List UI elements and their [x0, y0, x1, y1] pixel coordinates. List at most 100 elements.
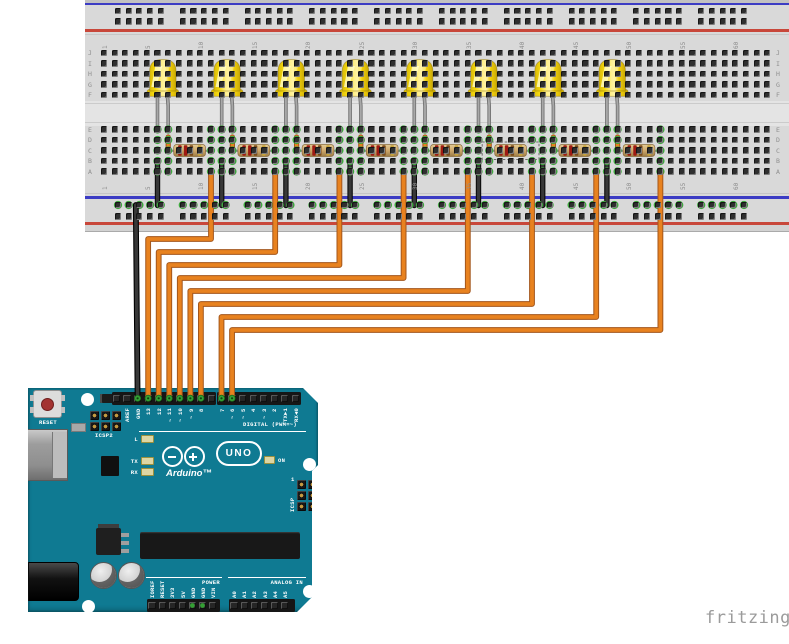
- breadboard-hole[interactable]: [464, 147, 471, 154]
- breadboard-hole[interactable]: [136, 213, 143, 220]
- breadboard-hole[interactable]: [293, 81, 300, 88]
- breadboard-hole[interactable]: [432, 136, 439, 144]
- breadboard-hole[interactable]: [464, 81, 471, 88]
- breadboard-hole[interactable]: [528, 70, 536, 78]
- breadboard-hole[interactable]: [261, 147, 268, 154]
- breadboard-hole[interactable]: [603, 136, 610, 144]
- breadboard-hole[interactable]: [635, 60, 643, 67]
- breadboard-hole[interactable]: [568, 201, 575, 209]
- breadboard-hole[interactable]: [314, 168, 322, 175]
- breadboard-hole[interactable]: [165, 147, 172, 154]
- breadboard-hole[interactable]: [579, 201, 586, 209]
- breadboard-hole[interactable]: [539, 157, 546, 165]
- breadboard-hole[interactable]: [593, 49, 600, 57]
- breadboard-hole[interactable]: [700, 147, 707, 154]
- breadboard-hole[interactable]: [179, 201, 186, 209]
- breadboard-hole[interactable]: [550, 49, 557, 57]
- breadboard-hole[interactable]: [143, 147, 150, 154]
- breadboard-hole[interactable]: [122, 147, 129, 154]
- breadboard-hole[interactable]: [454, 60, 461, 67]
- breadboard-hole[interactable]: [336, 70, 343, 78]
- breadboard-hole[interactable]: [518, 81, 525, 88]
- breadboard-hole[interactable]: [293, 126, 300, 133]
- breadboard-hole[interactable]: [229, 81, 236, 88]
- breadboard-hole[interactable]: [125, 18, 132, 25]
- breadboard-hole[interactable]: [400, 60, 407, 67]
- breadboard-hole[interactable]: [646, 49, 653, 57]
- breadboard-hole[interactable]: [579, 213, 586, 220]
- breadboard-hole[interactable]: [293, 136, 300, 144]
- breadboard-hole[interactable]: [464, 91, 471, 99]
- breadboard-hole[interactable]: [336, 168, 343, 175]
- breadboard-hole[interactable]: [325, 147, 332, 154]
- breadboard-hole[interactable]: [611, 7, 618, 15]
- breadboard-hole[interactable]: [175, 81, 182, 88]
- breadboard-hole[interactable]: [654, 18, 661, 25]
- breadboard-hole[interactable]: [700, 70, 707, 78]
- breadboard-hole[interactable]: [678, 136, 685, 144]
- breadboard-hole[interactable]: [471, 213, 478, 220]
- breadboard-hole[interactable]: [379, 81, 386, 88]
- digital-pin-5[interactable]: [239, 394, 247, 403]
- breadboard-hole[interactable]: [201, 18, 208, 25]
- breadboard-hole[interactable]: [635, 91, 643, 99]
- breadboard-hole[interactable]: [471, 18, 478, 25]
- breadboard-hole[interactable]: [438, 213, 446, 220]
- breadboard-hole[interactable]: [582, 70, 589, 78]
- breadboard-hole[interactable]: [314, 147, 322, 154]
- breadboard-hole[interactable]: [304, 60, 311, 67]
- breadboard-hole[interactable]: [207, 147, 215, 154]
- breadboard-hole[interactable]: [336, 60, 343, 67]
- breadboard-hole[interactable]: [625, 126, 632, 133]
- breadboard-hole[interactable]: [100, 60, 108, 67]
- breadboard-hole[interactable]: [147, 7, 154, 15]
- breadboard-hole[interactable]: [314, 60, 322, 67]
- breadboard-hole[interactable]: [539, 91, 546, 99]
- breadboard-hole[interactable]: [732, 136, 739, 144]
- breadboard-hole[interactable]: [411, 91, 418, 99]
- breadboard-hole[interactable]: [721, 70, 728, 78]
- breadboard-hole[interactable]: [111, 147, 118, 154]
- breadboard-hole[interactable]: [100, 147, 108, 154]
- breadboard-hole[interactable]: [742, 157, 750, 165]
- breadboard-hole[interactable]: [764, 81, 771, 88]
- breadboard-hole[interactable]: [389, 157, 396, 165]
- breadboard-hole[interactable]: [389, 81, 396, 88]
- breadboard-hole[interactable]: [293, 91, 300, 99]
- breadboard-hole[interactable]: [384, 201, 391, 209]
- breadboard-hole[interactable]: [668, 147, 675, 154]
- breadboard-hole[interactable]: [406, 18, 413, 25]
- breadboard-hole[interactable]: [265, 213, 273, 220]
- breadboard-hole[interactable]: [528, 136, 536, 144]
- breadboard-hole[interactable]: [507, 49, 514, 57]
- breadboard-hole[interactable]: [154, 157, 161, 165]
- breadboard-hole[interactable]: [287, 213, 294, 220]
- breadboard-hole[interactable]: [475, 126, 482, 133]
- breadboard-hole[interactable]: [133, 70, 140, 78]
- breadboard-hole[interactable]: [582, 157, 589, 165]
- breadboard-hole[interactable]: [143, 157, 150, 165]
- analog-pin-A3[interactable]: [260, 602, 268, 610]
- breadboard-hole[interactable]: [406, 213, 413, 220]
- breadboard-hole[interactable]: [449, 213, 456, 220]
- breadboard-hole[interactable]: [438, 201, 446, 209]
- icsp2-pin[interactable]: [112, 411, 121, 420]
- breadboard-hole[interactable]: [582, 49, 589, 57]
- breadboard-hole[interactable]: [571, 60, 578, 67]
- breadboard-hole[interactable]: [197, 70, 204, 78]
- breadboard-hole[interactable]: [460, 201, 467, 209]
- breadboard-hole[interactable]: [689, 81, 696, 88]
- breadboard-hole[interactable]: [368, 168, 375, 175]
- breadboard-hole[interactable]: [464, 168, 471, 175]
- breadboard-hole[interactable]: [165, 70, 172, 78]
- breadboard-hole[interactable]: [571, 81, 578, 88]
- breadboard-hole[interactable]: [244, 213, 251, 220]
- breadboard-hole[interactable]: [282, 147, 289, 154]
- breadboard-hole[interactable]: [518, 168, 525, 175]
- breadboard-hole[interactable]: [314, 126, 322, 133]
- breadboard-hole[interactable]: [503, 18, 510, 25]
- breadboard-hole[interactable]: [654, 213, 661, 220]
- breadboard-hole[interactable]: [416, 201, 424, 209]
- breadboard-hole[interactable]: [272, 81, 279, 88]
- breadboard-hole[interactable]: [603, 168, 610, 175]
